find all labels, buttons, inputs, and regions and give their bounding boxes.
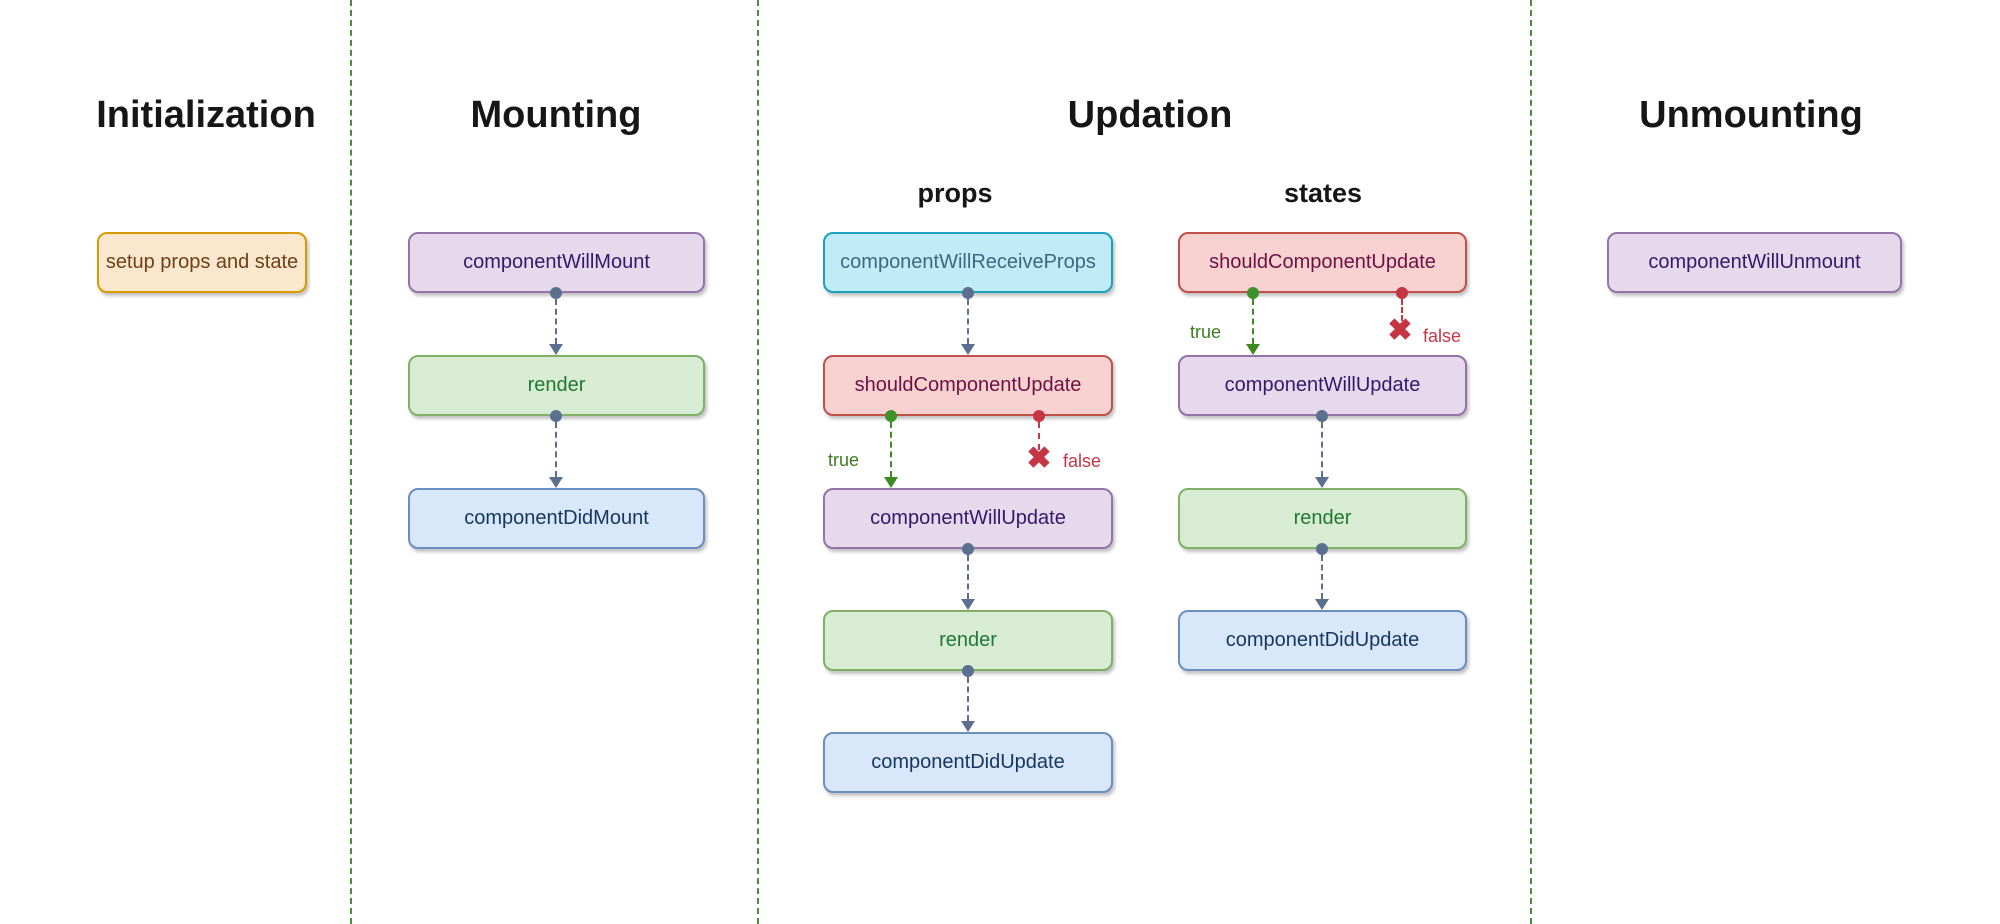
arrowhead-icon <box>961 344 975 355</box>
connector-line <box>1252 299 1254 344</box>
section-title-mounting: Mounting <box>470 94 642 136</box>
connector-dot <box>885 410 897 422</box>
node-props-component-will-update: componentWillUpdate <box>823 488 1113 549</box>
flow-arrow <box>1314 410 1330 488</box>
arrowhead-icon <box>549 477 563 488</box>
connector-line <box>967 299 969 344</box>
connector-line <box>1321 555 1323 599</box>
flow-arrow <box>960 665 976 732</box>
false-cross-icon: ✖ <box>1387 314 1413 347</box>
node-states-component-will-update: componentWillUpdate <box>1178 355 1467 416</box>
arrowhead-icon <box>1246 344 1260 355</box>
connector-line <box>967 677 969 721</box>
connector-dot <box>550 287 562 299</box>
flow-arrow-true <box>1245 287 1261 355</box>
section-divider <box>350 0 352 924</box>
flow-arrow <box>548 410 564 488</box>
arrowhead-icon <box>1315 477 1329 488</box>
column-label-props: props <box>917 178 993 208</box>
node-component-will-receive-props: componentWillReceiveProps <box>823 232 1113 293</box>
arrowhead-icon <box>549 344 563 355</box>
connector-dot <box>1033 410 1045 422</box>
branch-label-true: true <box>1190 322 1222 342</box>
branch-label-true: true <box>828 450 860 470</box>
section-divider <box>757 0 759 924</box>
connector-dot <box>550 410 562 422</box>
arrowhead-icon <box>884 477 898 488</box>
branch-label-false: false <box>1063 451 1102 471</box>
section-divider <box>1530 0 1532 924</box>
flow-arrow <box>960 287 976 355</box>
false-cross-icon: ✖ <box>1026 442 1052 475</box>
section-title-updation: Updation <box>1067 94 1233 136</box>
connector-dot <box>1316 543 1328 555</box>
connector-line <box>1401 299 1403 321</box>
node-mounting-render: render <box>408 355 705 416</box>
connector-dot <box>962 665 974 677</box>
connector-dot <box>1247 287 1259 299</box>
flow-arrow <box>960 543 976 610</box>
node-component-will-mount: componentWillMount <box>408 232 705 293</box>
connector-dot <box>962 287 974 299</box>
arrowhead-icon <box>1315 599 1329 610</box>
connector-line <box>967 555 969 599</box>
flow-arrow-true <box>883 410 899 488</box>
column-label-states: states <box>1283 178 1363 208</box>
node-states-render: render <box>1178 488 1467 549</box>
connector-dot <box>1316 410 1328 422</box>
node-component-will-unmount: componentWillUnmount <box>1607 232 1902 293</box>
arrowhead-icon <box>961 599 975 610</box>
flow-arrow <box>548 287 564 355</box>
connector-line <box>1038 422 1040 450</box>
connector-dot <box>1396 287 1408 299</box>
section-title-unmounting: Unmounting <box>1639 94 1863 136</box>
node-states-component-did-update: componentDidUpdate <box>1178 610 1467 671</box>
node-states-should-component-update: shouldComponentUpdate <box>1178 232 1467 293</box>
section-title-initialization: Initialization <box>96 94 316 136</box>
node-component-did-mount: componentDidMount <box>408 488 705 549</box>
node-props-should-component-update: shouldComponentUpdate <box>823 355 1113 416</box>
connector-line <box>555 299 557 344</box>
flow-arrow-false <box>1031 410 1047 450</box>
node-props-component-did-update: componentDidUpdate <box>823 732 1113 793</box>
node-setup-props-and-state: setup props and state <box>97 232 307 293</box>
branch-label-false: false <box>1423 326 1462 346</box>
connector-line <box>1321 422 1323 477</box>
connector-line <box>555 422 557 477</box>
connector-dot <box>962 543 974 555</box>
connector-line <box>890 422 892 477</box>
arrowhead-icon <box>961 721 975 732</box>
flow-arrow-false <box>1394 287 1410 321</box>
node-props-render: render <box>823 610 1113 671</box>
flow-arrow <box>1314 543 1330 610</box>
